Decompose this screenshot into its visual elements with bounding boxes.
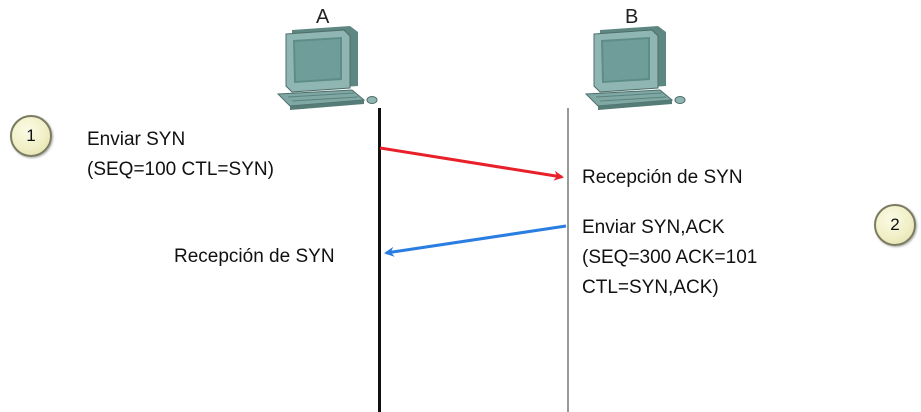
syn-arrow (379, 146, 564, 181)
host-a-send-line2: (SEQ=100 CTL=SYN) (87, 159, 274, 180)
host-a-receive-syn: Recepción de SYN (174, 246, 335, 267)
step-1-badge: 1 (10, 115, 52, 157)
computer-a-icon (276, 26, 378, 110)
timeline-b (567, 108, 569, 412)
step-2-badge: 2 (874, 204, 916, 246)
host-b-receive-syn: Recepción de SYN (582, 167, 743, 188)
host-b-send-line2: (SEQ=300 ACK=101 (582, 247, 758, 268)
synack-arrow (384, 224, 567, 257)
host-b-label: B (625, 6, 639, 28)
timeline-a (378, 108, 381, 412)
host-b-send-line1: Enviar SYN,ACK (582, 217, 725, 238)
host-b-send-line3: CTL=SYN,ACK) (582, 277, 719, 298)
host-a-label: A (316, 6, 330, 28)
host-b-send-synack: Enviar SYN,ACK (SEQ=300 ACK=101 CTL=SYN,… (582, 213, 757, 303)
host-a-send-syn: Enviar SYN (SEQ=100 CTL=SYN) (87, 125, 274, 185)
host-a-send-line1: Enviar SYN (87, 129, 186, 150)
computer-b-icon (584, 26, 686, 110)
